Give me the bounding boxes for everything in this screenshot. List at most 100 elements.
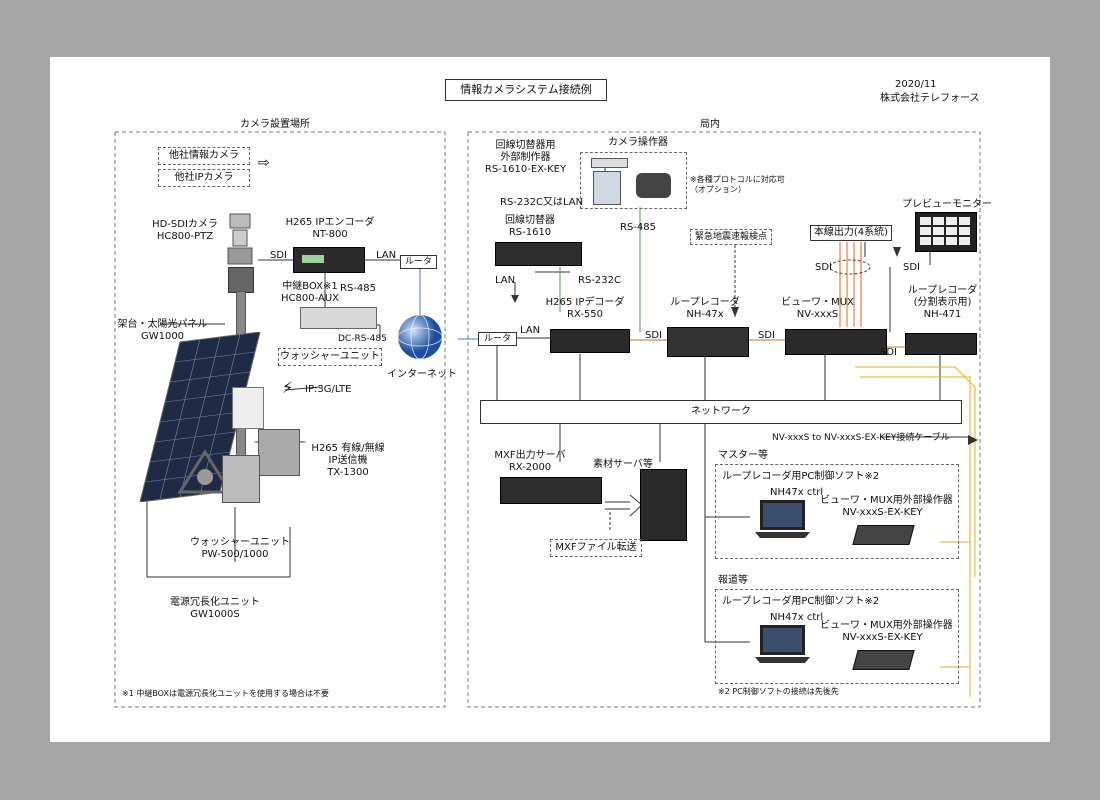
controller-group <box>580 152 687 209</box>
split-recorder-device-icon <box>905 333 977 355</box>
viewer-mux-label: ビューワ・MUX NV-xxxS <box>775 297 860 321</box>
material-server-label: 素材サーバ等 <box>593 459 653 470</box>
globe-icon <box>395 312 445 362</box>
sdi-label-mux-left: SDI <box>815 262 832 273</box>
sdi-label-split: SDI <box>880 347 897 358</box>
relay-model: HC800-AUX <box>281 293 339 304</box>
controller-icon <box>593 171 621 205</box>
mux-ext-model-2: NV-xxxS-EX-KEY <box>842 632 923 643</box>
preview-label: プレビューモニター <box>902 199 992 210</box>
relay-label: 中継BOX※1 HC800-AUX <box>270 281 350 305</box>
relay-box-icon <box>300 307 377 329</box>
decoder-label: H265 IPデコーダ RX-550 <box>540 297 630 321</box>
dc-rs485-label: DC-RS-485 <box>338 334 387 344</box>
relay-name: 中継BOX※1 <box>282 281 338 292</box>
material-server-icon <box>640 469 687 541</box>
power-name: 電源冗長化ユニット <box>170 597 260 608</box>
laptop-icon-1 <box>755 500 810 540</box>
arrow-icon: ⇨ <box>258 155 270 171</box>
transmitter-device-icon <box>232 387 264 429</box>
mux-ext-name-1: ビューワ・MUX用外部操作器 <box>820 495 953 506</box>
mxf-transfer-box: MXFファイル転送 <box>550 539 642 557</box>
ip-lte-label: IP:3G/LTE <box>305 384 352 395</box>
rs485-label-left: RS-485 <box>340 283 376 294</box>
split-recorder-model: NH-471 <box>923 309 962 320</box>
nh47x-ctrl-label-1: NH47x ctrl <box>770 487 824 498</box>
mux-ext-label-2: ビューワ・MUX用外部操作器 NV-xxxS-EX-KEY <box>820 620 953 644</box>
switcher-model: RS-1610 <box>508 227 552 238</box>
sdi-label-preview: SDI <box>903 262 920 273</box>
rs485-label-right: RS-485 <box>620 222 656 233</box>
news-label: 報道等 <box>718 575 748 586</box>
power-label: 電源冗長化ユニット GW1000S <box>160 597 270 621</box>
note-1: ※1 中継BOXは電源冗長化ユニットを使用する場合は不要 <box>122 689 329 698</box>
sdi-label-decoder: SDI <box>645 330 662 341</box>
encoder-name: H265 IPエンコーダ <box>285 217 375 228</box>
pc-soft-label-2: ループレコーダ用PC制御ソフト※2 <box>722 596 880 607</box>
solar-name: 架台・太陽光パネル <box>117 319 208 330</box>
protocol-note-line2: （オプション） <box>690 185 746 194</box>
hd-camera-label: HD-SDIカメラ HC800-PTZ <box>135 219 235 243</box>
rs232c-lan-label: RS-232C又はLAN <box>500 197 584 208</box>
power-model: GW1000S <box>190 609 240 620</box>
news-group <box>715 589 959 684</box>
solar-model: GW1000 <box>140 331 185 342</box>
split-recorder-sub: (分割表示用) <box>913 297 972 308</box>
protocol-note-line1: ※各種プロトコルに対応可 <box>690 175 785 184</box>
battery-box-icon <box>258 429 300 476</box>
hd-camera-name: HD-SDIカメラ <box>152 219 218 230</box>
preview-monitor-icon <box>915 212 977 252</box>
router-right: ルータ <box>478 332 517 346</box>
camera-site-label: カメラ設置場所 <box>240 119 310 130</box>
transmitter-model: TX-1300 <box>327 467 369 478</box>
joystick-icon <box>636 173 671 198</box>
nh47x-ctrl-label-2: NH47x ctrl <box>770 612 824 623</box>
lan-label-right-1: LAN <box>495 275 516 286</box>
washer-model: PW-500/1000 <box>201 549 269 560</box>
solar-label: 架台・太陽光パネル GW1000 <box>110 319 215 343</box>
mux-ext-label-1: ビューワ・MUX用外部操作器 NV-xxxS-EX-KEY <box>820 495 953 519</box>
switcher-ext-line2: 外部制作器 <box>500 152 551 163</box>
transmitter-line1: H265 有線/無線 <box>311 443 385 454</box>
laptop-icon-2 <box>755 625 810 665</box>
camera-housing-icon <box>228 267 254 293</box>
lightning-icon: ⚡ <box>282 378 294 397</box>
other-ip-camera-box: 他社IPカメラ <box>158 169 250 187</box>
switcher-label: 回線切替器 RS-1610 <box>490 215 570 239</box>
diagram-page: 情報カメラシステム接続例 2020/11 株式会社テレフォース カメラ設置場所 … <box>50 57 1050 742</box>
company-label: 株式会社テレフォース <box>880 93 980 104</box>
radio-out-box: 本線出力(4系統) <box>810 225 892 241</box>
sdi-label-left: SDI <box>270 250 287 261</box>
mux-keyboard-icon-2 <box>852 650 915 670</box>
split-recorder-name: ループレコーダ <box>907 285 978 296</box>
lan-label-right-2: LAN <box>520 325 541 336</box>
cable-label: NV-xxxS to NV-xxxS-EX-KEY接続ケーブル <box>772 433 950 443</box>
master-group <box>715 464 959 559</box>
loop-recorder-name: ループレコーダ <box>670 297 740 308</box>
transmitter-label: H265 有線/無線 IP送信機 TX-1300 <box>298 443 398 479</box>
station-label: 局内 <box>700 119 720 130</box>
encoder-model: NT-800 <box>312 229 348 240</box>
loop-recorder-label: ループレコーダ NH-47x <box>660 297 750 321</box>
internet-label: インターネット <box>387 369 457 380</box>
lan-label-left: LAN <box>376 250 397 261</box>
switcher-name: 回線切替器 <box>505 215 555 226</box>
viewer-mux-device-icon <box>785 329 887 355</box>
diagram-title: 情報カメラシステム接続例 <box>445 79 607 101</box>
camera-icon <box>225 212 255 267</box>
rs232c-label: RS-232C <box>578 275 621 286</box>
mux-ext-name-2: ビューワ・MUX用外部操作器 <box>820 620 953 631</box>
note-2: ※2 PC制御ソフトの接続は先後先 <box>718 687 839 696</box>
transmitter-line2: IP送信機 <box>328 455 368 466</box>
viewer-mux-name: ビューワ・MUX <box>781 297 854 308</box>
network-bar: ネットワーク <box>480 400 962 424</box>
switcher-ext-model: RS-1610-EX-KEY <box>484 164 567 175</box>
switcher-ext-label: 回線切替器用 外部制作器 RS-1610-EX-KEY <box>478 140 573 176</box>
camera-controller-label: カメラ操作器 <box>608 137 668 148</box>
sdi-label-recorder: SDI <box>758 330 775 341</box>
loop-recorder-split-label: ループレコーダ (分割表示用) NH-471 <box>900 285 985 321</box>
mount-frame-icon <box>175 447 235 497</box>
washer-tank-icon <box>222 455 260 503</box>
decoder-model: RX-550 <box>567 309 603 320</box>
switcher-ext-line1: 回線切替器用 <box>495 140 556 151</box>
